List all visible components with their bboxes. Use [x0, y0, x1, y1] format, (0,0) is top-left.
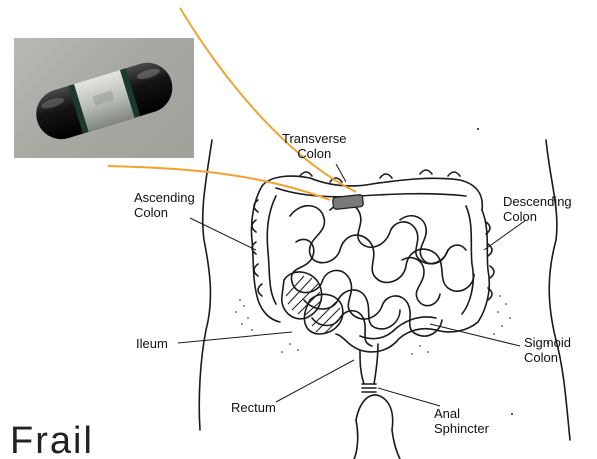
label-rectum: Rectum: [231, 400, 276, 415]
capsule-marker-icon: [332, 194, 363, 209]
leader-ascending: [190, 218, 256, 250]
label-ascending-colon: Ascending Colon: [134, 190, 195, 220]
leader-ileum: [178, 332, 292, 343]
leader-transverse: [336, 164, 346, 182]
pointer-line-top: [180, 8, 356, 192]
label-descending-colon: Descending Colon: [503, 194, 572, 224]
ascending-colon-inner: [267, 196, 276, 304]
leader-rectum: [276, 360, 354, 402]
small-intestine-loop-1: [290, 206, 474, 291]
partial-caption: Frail: [10, 419, 94, 459]
descending-colon-inner: [462, 206, 473, 314]
leader-sigmoid: [430, 324, 520, 346]
body-outline-left: [199, 140, 212, 430]
small-intestine-loop-7: [402, 258, 440, 306]
sigmoid-colon: [336, 329, 436, 352]
small-intestine-loop-3: [330, 204, 448, 264]
pointer-lines: [108, 8, 356, 200]
rectum-tube: [360, 350, 364, 384]
ileum-hatching: [286, 276, 342, 334]
ascending-haustra: [252, 200, 262, 296]
label-sigmoid-colon: Sigmoid Colon: [524, 335, 571, 365]
label-ileum: Ileum: [136, 336, 168, 351]
rectum-tube-right: [374, 344, 378, 384]
body-outline-right: [546, 140, 570, 440]
label-transverse-colon: Transverse Colon: [282, 131, 347, 161]
anal-sphincter-rings: [362, 384, 376, 392]
partial-text-clip: Frail: [0, 419, 597, 459]
leader-descending: [484, 220, 526, 250]
leader-anal-sphincter: [378, 388, 440, 406]
